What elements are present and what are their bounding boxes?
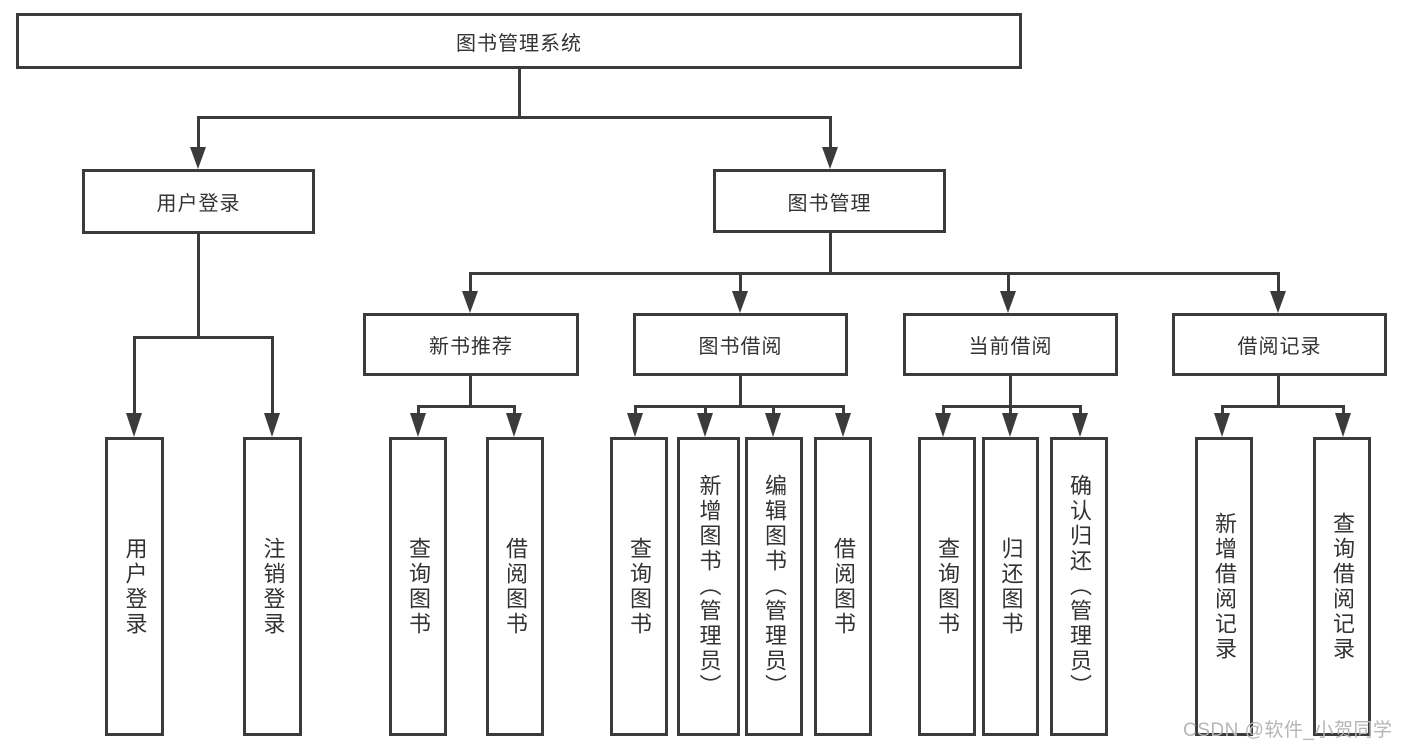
leaf-bb-edit-books-admin-label: 编辑图书（管理员） (762, 474, 787, 699)
connector-user-login-drop (197, 116, 200, 149)
node-current-borrow-label: 当前借阅 (968, 336, 1053, 358)
leaf-br-add-record: 新增借阅记录 (1195, 437, 1253, 736)
arrow-down-book-mgmt (822, 147, 838, 169)
node-book-management-label: 图书管理 (787, 192, 872, 215)
node-user-login-label: 用户登录 (156, 193, 241, 215)
connector-ul-stem (197, 233, 200, 339)
connector-bm-split (469, 272, 1280, 275)
node-borrow-records: 借阅记录 (1172, 313, 1387, 376)
connector-bm-stem (829, 232, 832, 275)
connector-bm-drop-1 (469, 272, 472, 294)
leaf-cb-confirm-return-admin: 确认归还（管理员） (1050, 437, 1108, 736)
leaf-cb-query-books: 查询图书 (918, 437, 976, 736)
connector-bb-drop-3 (772, 405, 775, 416)
connector-br-stem (1277, 375, 1280, 408)
arrow-down-borrow-records (1270, 291, 1286, 313)
connector-nb-stem (469, 375, 472, 408)
connector-bm-drop-2 (739, 272, 742, 294)
arrow-down-leaf-logout (264, 413, 280, 437)
leaf-br-query-record: 查询借阅记录 (1313, 437, 1371, 736)
leaf-bb-borrow-books: 借阅图书 (814, 437, 872, 736)
connector-cb-drop-3 (1079, 405, 1082, 416)
connector-ul-drop-2 (271, 336, 274, 416)
node-current-borrow: 当前借阅 (903, 313, 1118, 376)
connector-ul-drop-1 (133, 336, 136, 416)
arrow-down-bb-add (697, 413, 713, 437)
leaf-nb-borrow-books-label: 借阅图书 (503, 536, 528, 637)
connector-br-drop-2 (1342, 405, 1345, 416)
connector-br-drop-1 (1221, 405, 1224, 416)
leaf-nb-query-books-label: 查询图书 (406, 536, 431, 637)
connector-bb-stem (739, 375, 742, 408)
connector-bb-split (634, 405, 845, 408)
connector-cb-drop-2 (1009, 405, 1012, 416)
arrow-down-cb-confirm (1072, 413, 1088, 437)
arrow-down-br-add (1214, 413, 1230, 437)
leaf-bb-borrow-books-label: 借阅图书 (831, 536, 856, 637)
connector-br-split (1221, 405, 1345, 408)
connector-bb-drop-4 (842, 405, 845, 416)
leaf-logout-label: 注销登录 (260, 536, 286, 637)
leaf-user-login-label: 用户登录 (122, 536, 148, 637)
connector-nb-split (417, 405, 516, 408)
connector-bm-drop-3 (1007, 272, 1010, 294)
connector-bm-drop-4 (1277, 272, 1280, 294)
leaf-cb-return-books-label: 归还图书 (998, 536, 1024, 637)
node-borrow-records-label: 借阅记录 (1237, 336, 1322, 358)
leaf-user-login: 用户登录 (105, 437, 164, 736)
arrow-down-user-login (190, 147, 206, 169)
connector-cb-stem (1009, 375, 1012, 408)
node-book-management: 图书管理 (713, 169, 946, 233)
node-root-label: 图书管理系统 (456, 32, 582, 55)
arrow-down-current-borrow (1000, 291, 1016, 313)
node-root: 图书管理系统 (16, 13, 1022, 69)
leaf-nb-borrow-books: 借阅图书 (486, 437, 544, 736)
connector-bb-drop-1 (634, 405, 637, 416)
leaf-bb-query-books: 查询图书 (610, 437, 668, 736)
arrow-down-bb-edit (765, 413, 781, 437)
connector-cb-drop-1 (942, 405, 945, 416)
connector-ul-split (133, 336, 274, 339)
leaf-bb-edit-books-admin: 编辑图书（管理员） (745, 437, 803, 736)
connector-root-stem (518, 68, 521, 118)
arrow-down-cb-return (1002, 413, 1018, 437)
arrow-down-bb-borrow (835, 413, 851, 437)
leaf-bb-add-books-admin: 新增图书（管理员） (677, 437, 740, 736)
arrow-down-bb-query (627, 413, 643, 437)
node-book-borrow-label: 图书借阅 (698, 336, 783, 358)
arrow-down-book-borrow (732, 291, 748, 313)
node-new-book-recommend: 新书推荐 (363, 313, 579, 376)
watermark-text: CSDN @软件_小贺同学 (1183, 720, 1393, 741)
leaf-logout: 注销登录 (243, 437, 302, 736)
leaf-bb-query-books-label: 查询图书 (627, 536, 652, 637)
connector-nb-drop-2 (513, 405, 516, 416)
connector-nb-drop-1 (417, 405, 420, 416)
leaf-br-query-record-label: 查询借阅记录 (1330, 511, 1355, 662)
leaf-cb-confirm-return-admin-label: 确认归还（管理员） (1067, 474, 1092, 699)
node-user-login: 用户登录 (82, 169, 315, 234)
leaf-bb-add-books-admin-label: 新增图书（管理员） (696, 474, 722, 699)
arrow-down-nb-borrow (506, 413, 522, 437)
arrow-down-new-book (462, 291, 478, 313)
node-new-book-recommend-label: 新书推荐 (429, 336, 513, 358)
node-book-borrow: 图书借阅 (633, 313, 848, 376)
leaf-nb-query-books: 查询图书 (389, 437, 447, 736)
arrow-down-nb-query (410, 413, 426, 437)
connector-root-split (197, 116, 832, 119)
connector-book-mgmt-drop (829, 116, 832, 149)
leaf-cb-query-books-label: 查询图书 (935, 536, 960, 637)
arrow-down-cb-query (935, 413, 951, 437)
arrow-down-leaf-login (126, 413, 142, 437)
connector-cb-split (942, 405, 1082, 408)
leaf-cb-return-books: 归还图书 (982, 437, 1039, 736)
connector-bb-drop-2 (704, 405, 707, 416)
arrow-down-br-query (1335, 413, 1351, 437)
leaf-br-add-record-label: 新增借阅记录 (1212, 511, 1237, 662)
